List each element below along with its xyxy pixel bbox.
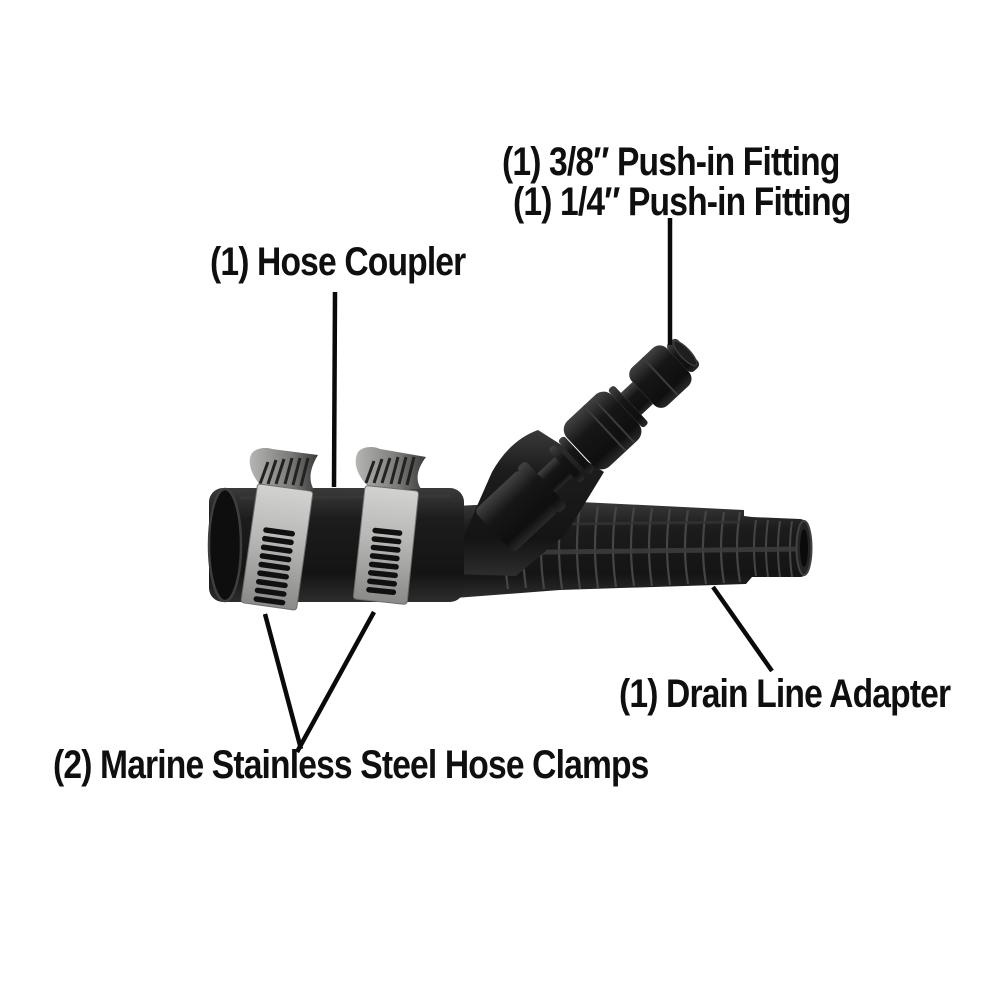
clamp-band-2	[352, 485, 420, 605]
hose-clamp-1	[240, 448, 318, 611]
leader-hose-clamp-2	[295, 610, 376, 754]
push-in-fitting-graphic	[476, 338, 700, 551]
label-push-in-fitting-1-4: (1) 1/4″ Push-in Fitting	[513, 180, 851, 224]
leader-drain-line-adapter	[711, 585, 774, 673]
hose-clamp-2	[352, 447, 426, 605]
label-drain-line-adapter: (1) Drain Line Adapter	[619, 672, 951, 716]
coupler-end-face	[207, 487, 243, 603]
label-hose-coupler: (1) Hose Coupler	[210, 240, 466, 284]
leader-hose-clamp-1	[262, 613, 304, 750]
label-hose-clamps: (2) Marine Stainless Steel Hose Clamps	[53, 743, 649, 787]
leader-hose-coupler	[331, 291, 338, 488]
leader-lines	[262, 218, 774, 754]
label-push-in-fitting-3-8: (1) 3/8″ Push-in Fitting	[502, 140, 840, 184]
fitting-body-3-8	[563, 391, 642, 470]
